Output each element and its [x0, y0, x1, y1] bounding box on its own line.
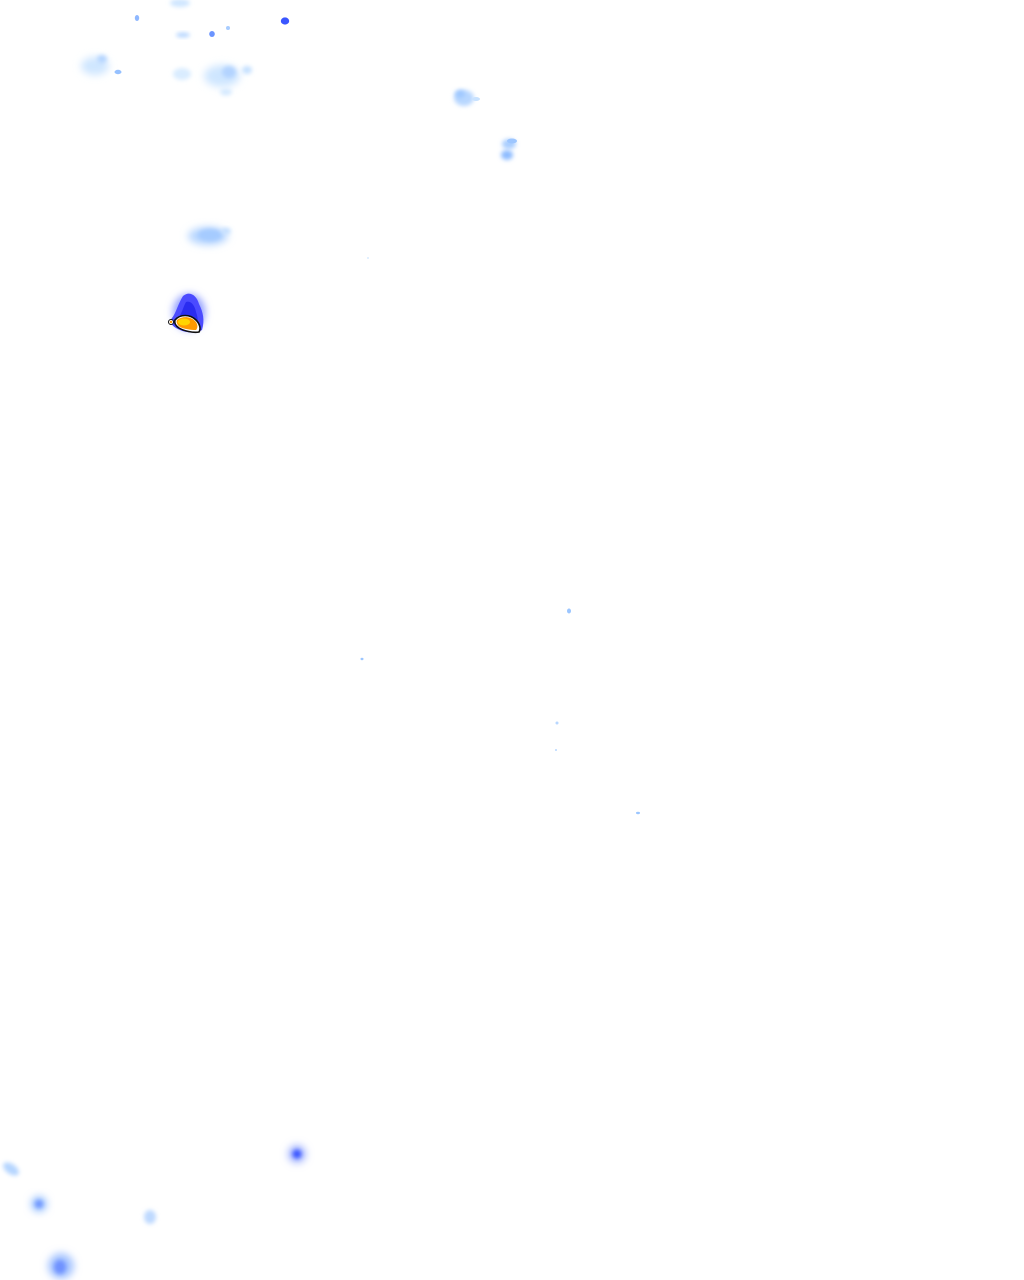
echo-blob — [367, 257, 369, 259]
echo-blob — [3, 1162, 19, 1176]
echo-blob — [134, 15, 140, 21]
echo-blob — [501, 150, 513, 160]
echo-blob — [209, 31, 215, 37]
echo-speck — [567, 608, 571, 614]
echo-extreme-center — [178, 318, 190, 326]
echo-blob — [169, 320, 173, 324]
echo-specks-middle — [360, 608, 640, 815]
echo-speck — [555, 749, 557, 751]
echo-blob — [242, 66, 252, 74]
echo-blob — [144, 1210, 156, 1224]
echo-speck — [636, 811, 640, 815]
echo-blob — [221, 228, 231, 234]
echo-blob — [97, 55, 107, 63]
echo-cluster-left-middle — [188, 227, 369, 259]
echo-blob — [472, 97, 480, 101]
echo-blob — [220, 88, 232, 96]
echo-speck — [360, 657, 364, 661]
echo-cluster-bottom-left — [3, 1145, 306, 1279]
echo-blob — [204, 65, 240, 87]
echo-blob — [226, 26, 230, 30]
echo-blob — [176, 32, 190, 38]
echo-blob — [35, 1200, 43, 1208]
echo-blob — [507, 138, 517, 144]
echo-blob — [292, 1149, 302, 1159]
echo-blob — [280, 17, 290, 25]
echo-cluster-top-left — [81, 0, 290, 96]
echo-blob — [170, 0, 190, 7]
echo-blob — [114, 69, 122, 75]
echo-speck — [555, 721, 559, 725]
echo-blob — [173, 68, 191, 80]
echo-cluster-upper-middle — [454, 90, 517, 160]
echo-blob — [222, 66, 236, 78]
echo-blob — [54, 1260, 66, 1274]
echo-blob — [455, 90, 465, 98]
storm-cell-intense — [168, 293, 205, 334]
echo-blob — [198, 229, 222, 241]
